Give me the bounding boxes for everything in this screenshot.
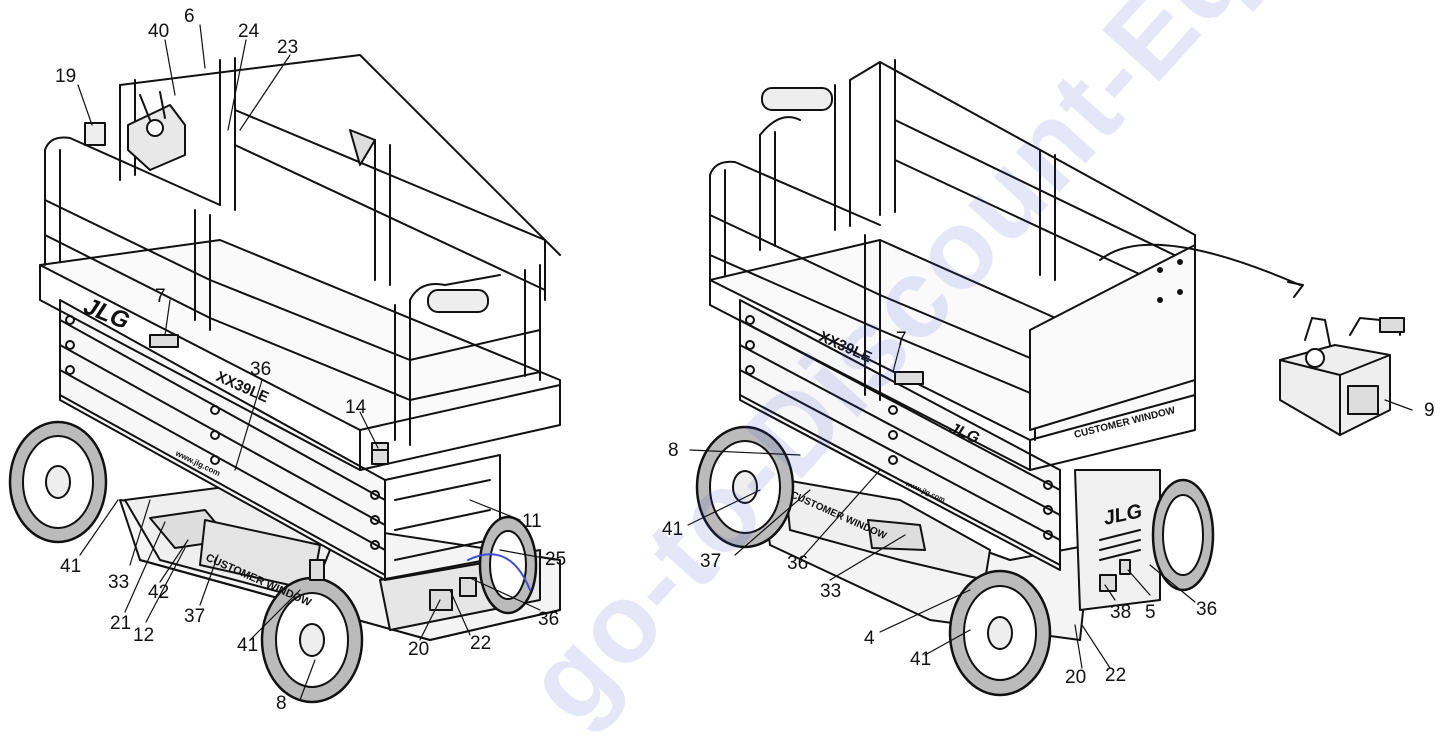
right-callout-41b: 41	[910, 649, 932, 670]
right-callout-33: 33	[820, 581, 842, 602]
left-callout-23: 23	[277, 37, 299, 58]
left-callout-37: 37	[184, 606, 206, 627]
diagram-stage: JLG XX39LE CUSTOMER WINDOW www.jlg.com X…	[8, 0, 1449, 745]
left-machine	[8, 54, 561, 704]
left-callout-7: 7	[155, 286, 166, 307]
right-callout-41a: 41	[662, 519, 684, 540]
right-callout-9: 9	[1424, 400, 1435, 421]
left-callout-20: 20	[408, 639, 430, 660]
left-callout-33: 33	[108, 572, 130, 593]
left-callout-41b: 41	[60, 556, 82, 577]
right-callout-37: 37	[700, 551, 722, 572]
right-callout-5: 5	[1145, 602, 1156, 623]
right-callout-4: 4	[864, 628, 875, 649]
right-callout-22: 22	[1105, 665, 1127, 686]
machine-illustration: JLG XX39LE CUSTOMER WINDOW www.jlg.com X…	[8, 24, 1413, 704]
left-callout-6: 6	[184, 6, 195, 27]
left-wheel-rear	[8, 420, 108, 544]
right-machine	[695, 59, 1304, 697]
right-callout-7: 7	[896, 329, 907, 350]
left-callout-12: 12	[133, 625, 155, 646]
platform-controller	[1279, 317, 1405, 436]
right-callout-8: 8	[668, 440, 679, 461]
left-wheel-front	[260, 576, 364, 704]
right-wheel-front	[948, 569, 1052, 697]
left-callout-41a: 41	[237, 635, 259, 656]
left-callout-11: 11	[522, 511, 542, 532]
left-callout-42: 42	[148, 582, 170, 603]
left-callout-36b: 36	[538, 609, 560, 630]
right-wheel-rear	[695, 425, 795, 549]
right-callout-38: 38	[1110, 602, 1132, 623]
left-callout-8: 8	[276, 693, 287, 714]
right-callout-20: 20	[1065, 667, 1087, 688]
left-callout-19: 19	[55, 66, 77, 87]
left-callout-24: 24	[238, 21, 260, 42]
right-wheel-right	[1151, 478, 1215, 592]
right-callout-36a: 36	[787, 553, 809, 574]
left-callout-14: 14	[345, 397, 367, 418]
left-callout-36a: 36	[250, 359, 272, 380]
left-callout-21: 21	[110, 613, 132, 634]
left-callout-40: 40	[148, 21, 170, 42]
right-leader-lines	[687, 344, 1413, 669]
left-callout-22: 22	[470, 633, 492, 654]
right-callout-36b: 36	[1196, 599, 1218, 620]
left-callout-25: 25	[545, 549, 567, 570]
left-leader-lines	[77, 24, 556, 701]
